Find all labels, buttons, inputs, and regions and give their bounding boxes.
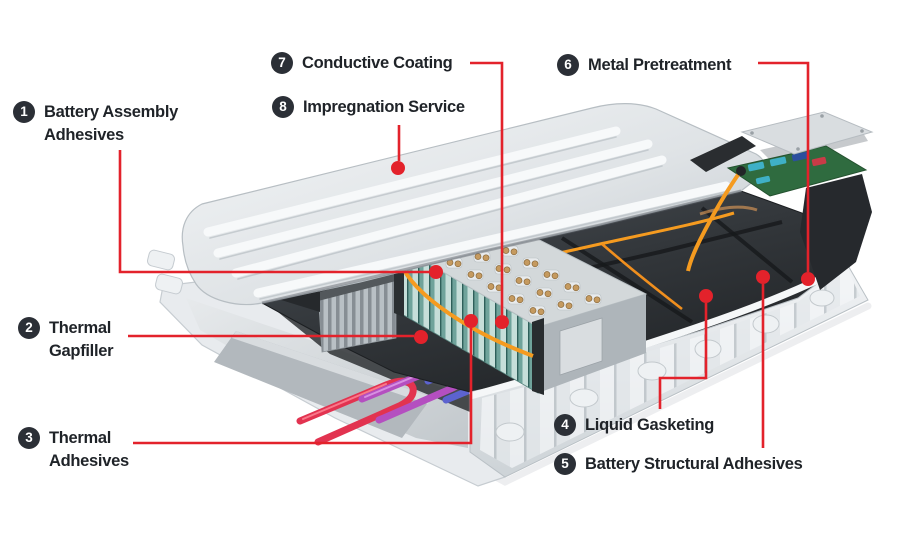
anchor-dot-2	[414, 330, 428, 344]
callout-label: Liquid Gasketing	[585, 416, 715, 434]
callout-label: Metal Pretreatment	[588, 56, 732, 74]
callout-number-badge: 6	[557, 54, 579, 76]
callout-battery-structural-adhesives: 5 Battery Structural Adhesives	[554, 453, 803, 476]
anchor-dot-4	[699, 289, 713, 303]
callout-number-badge: 2	[18, 317, 40, 339]
anchor-dot-6	[801, 272, 815, 286]
callout-metal-pretreatment: 6 Metal Pretreatment	[557, 54, 731, 77]
callout-thermal-gapfiller: 2 Thermal Gapfiller	[18, 317, 114, 363]
callout-number-badge: 7	[271, 52, 293, 74]
leader-line-1	[118, 150, 429, 274]
anchor-dot-7	[495, 315, 509, 329]
callout-battery-assembly-adhesives: 1 Battery Assembly Adhesives	[13, 101, 178, 147]
anchor-dot-8	[391, 161, 405, 175]
callout-number-badge: 3	[18, 427, 40, 449]
leader-line-3	[133, 328, 473, 445]
anchor-dot-3	[464, 314, 478, 328]
callout-thermal-adhesives: 3 Thermal Adhesives	[18, 427, 129, 473]
callout-number-badge: 5	[554, 453, 576, 475]
callout-label: Impregnation Service	[303, 98, 465, 116]
bms-unit	[686, 111, 874, 290]
leader-line-4	[658, 303, 708, 409]
callout-number-badge: 1	[13, 101, 35, 123]
callout-liquid-gasketing: 4 Liquid Gasketing	[554, 414, 714, 437]
leader-line-7	[470, 61, 504, 315]
callout-label: Conductive Coating	[302, 54, 453, 72]
anchor-dot-1	[429, 265, 443, 279]
callout-number-badge: 8	[272, 96, 294, 118]
callout-label: Thermal Adhesives	[49, 429, 129, 470]
callout-impregnation-service: 8 Impregnation Service	[272, 96, 465, 119]
callout-number-badge: 4	[554, 414, 576, 436]
callout-label: Battery Assembly Adhesives	[44, 103, 178, 144]
callout-label: Thermal Gapfiller	[49, 319, 114, 360]
callout-conductive-coating: 7 Conductive Coating	[271, 52, 453, 75]
leader-line-6	[758, 61, 810, 272]
callout-label: Battery Structural Adhesives	[585, 455, 803, 473]
anchor-dot-5	[756, 270, 770, 284]
